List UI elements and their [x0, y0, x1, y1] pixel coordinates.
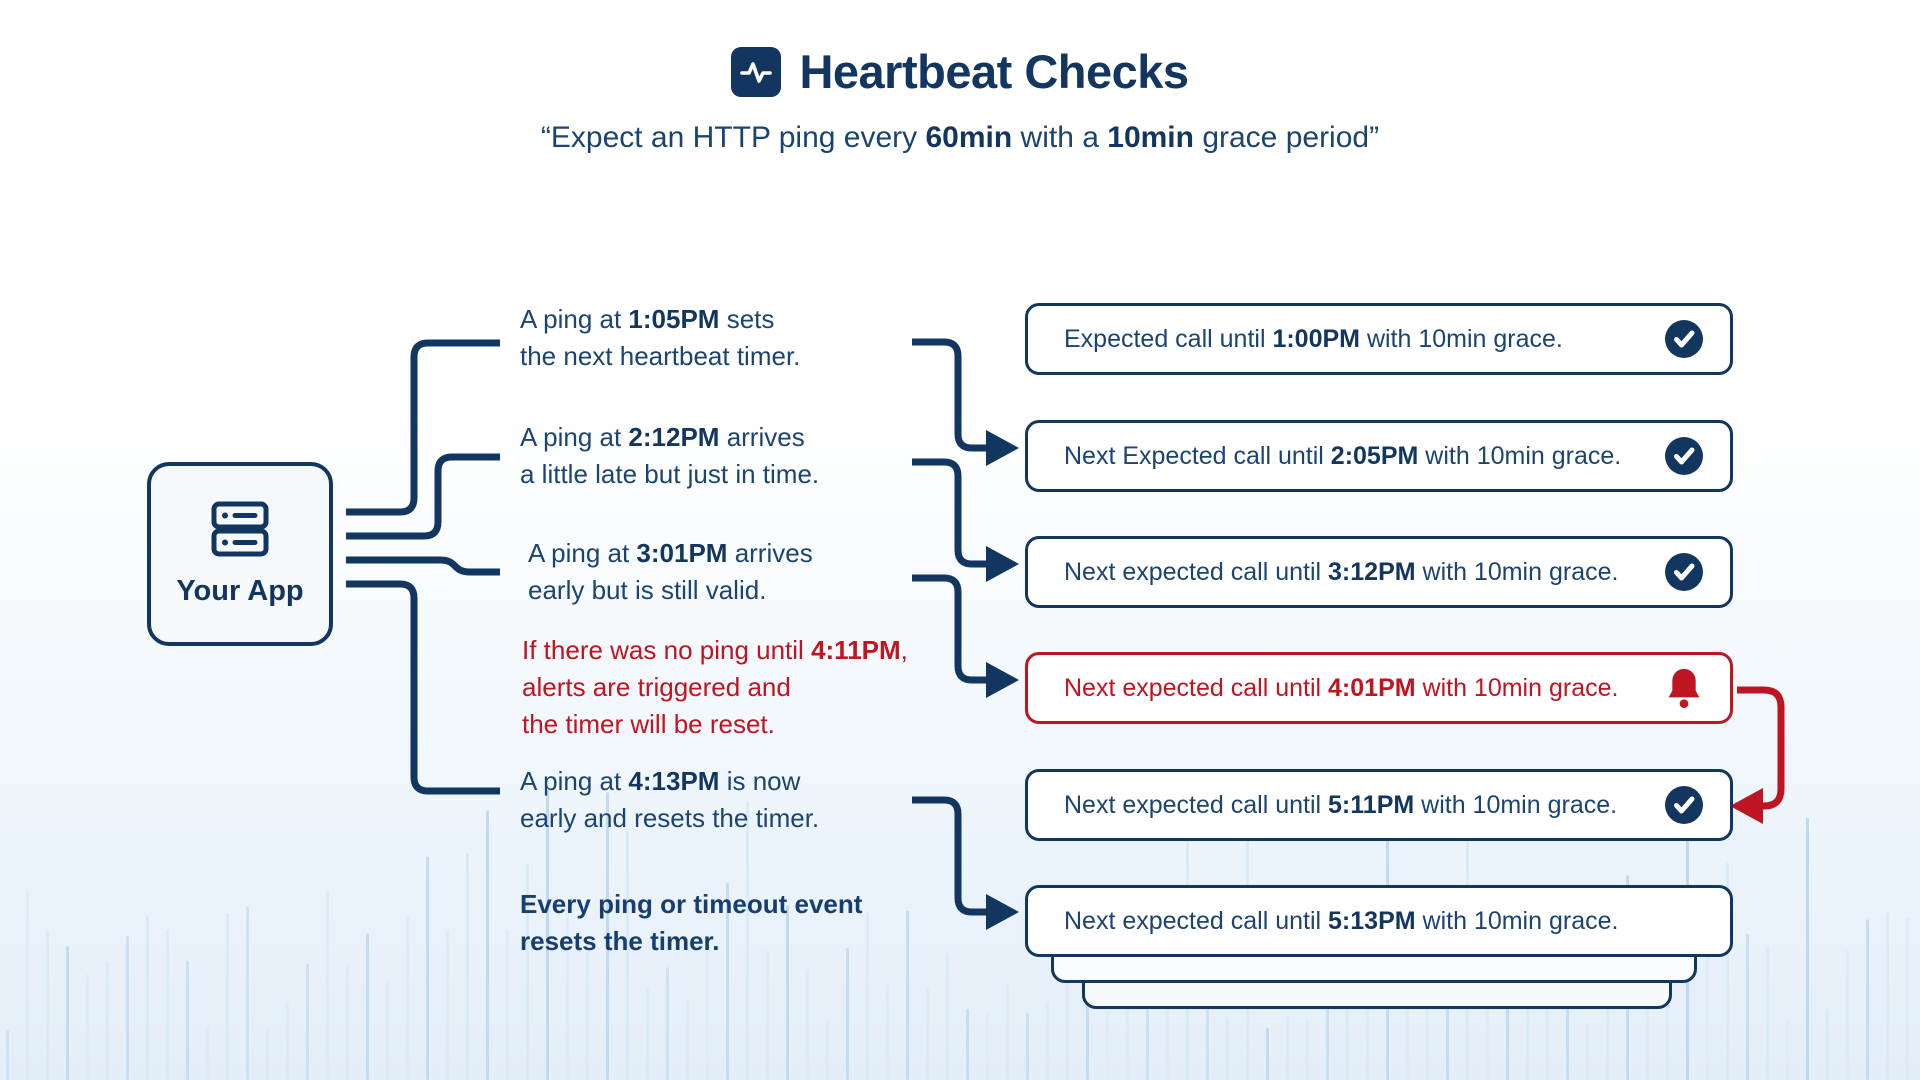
- status-box-2: Next Expected call until 2:05PM with 10m…: [1025, 420, 1733, 492]
- annotation-no-ping-alert: If there was no ping until 4:11PM,alerts…: [522, 635, 908, 739]
- status-box-6: Next expected call until 5:13PM with 10m…: [1025, 885, 1733, 957]
- page-subtitle: “Expect an HTTP ping every 60min with a …: [540, 121, 1380, 154]
- status-box-3-text: Next expected call until 3:12PM with 10m…: [1064, 557, 1619, 586]
- status-box-3: Next expected call until 3:12PM with 10m…: [1025, 536, 1733, 608]
- activity-pulse-icon: [731, 46, 782, 97]
- page-title: Heartbeat Checks: [799, 45, 1189, 98]
- status-box-1-text: Expected call until 1:00PM with 10min gr…: [1064, 324, 1563, 353]
- status-box-5: Next expected call until 5:11PM with 10m…: [1025, 769, 1733, 841]
- your-app-node: Your App: [147, 462, 333, 646]
- status-box-5-text: Next expected call until 5:11PM with 10m…: [1064, 790, 1618, 819]
- status-box-4-text: Next expected call until 4:01PM with 10m…: [1064, 673, 1619, 702]
- alert-bell-icon: [1664, 666, 1704, 710]
- header: Heartbeat Checks “Expect an HTTP ping ev…: [0, 44, 1920, 155]
- check-badge-icon: [1664, 319, 1704, 359]
- status-box-1: Expected call until 1:00PM with 10min gr…: [1025, 303, 1733, 375]
- your-app-label: Your App: [176, 575, 304, 607]
- status-box-6-text: Next expected call until 5:13PM with 10m…: [1064, 906, 1619, 935]
- status-box-4-alert: Next expected call until 4:01PM with 10m…: [1025, 652, 1733, 724]
- check-badge-icon: [1664, 436, 1704, 476]
- check-badge-icon: [1664, 785, 1704, 825]
- status-box-2-text: Next Expected call until 2:05PM with 10m…: [1064, 441, 1622, 470]
- check-badge-icon: [1664, 552, 1704, 592]
- server-icon: [207, 500, 273, 563]
